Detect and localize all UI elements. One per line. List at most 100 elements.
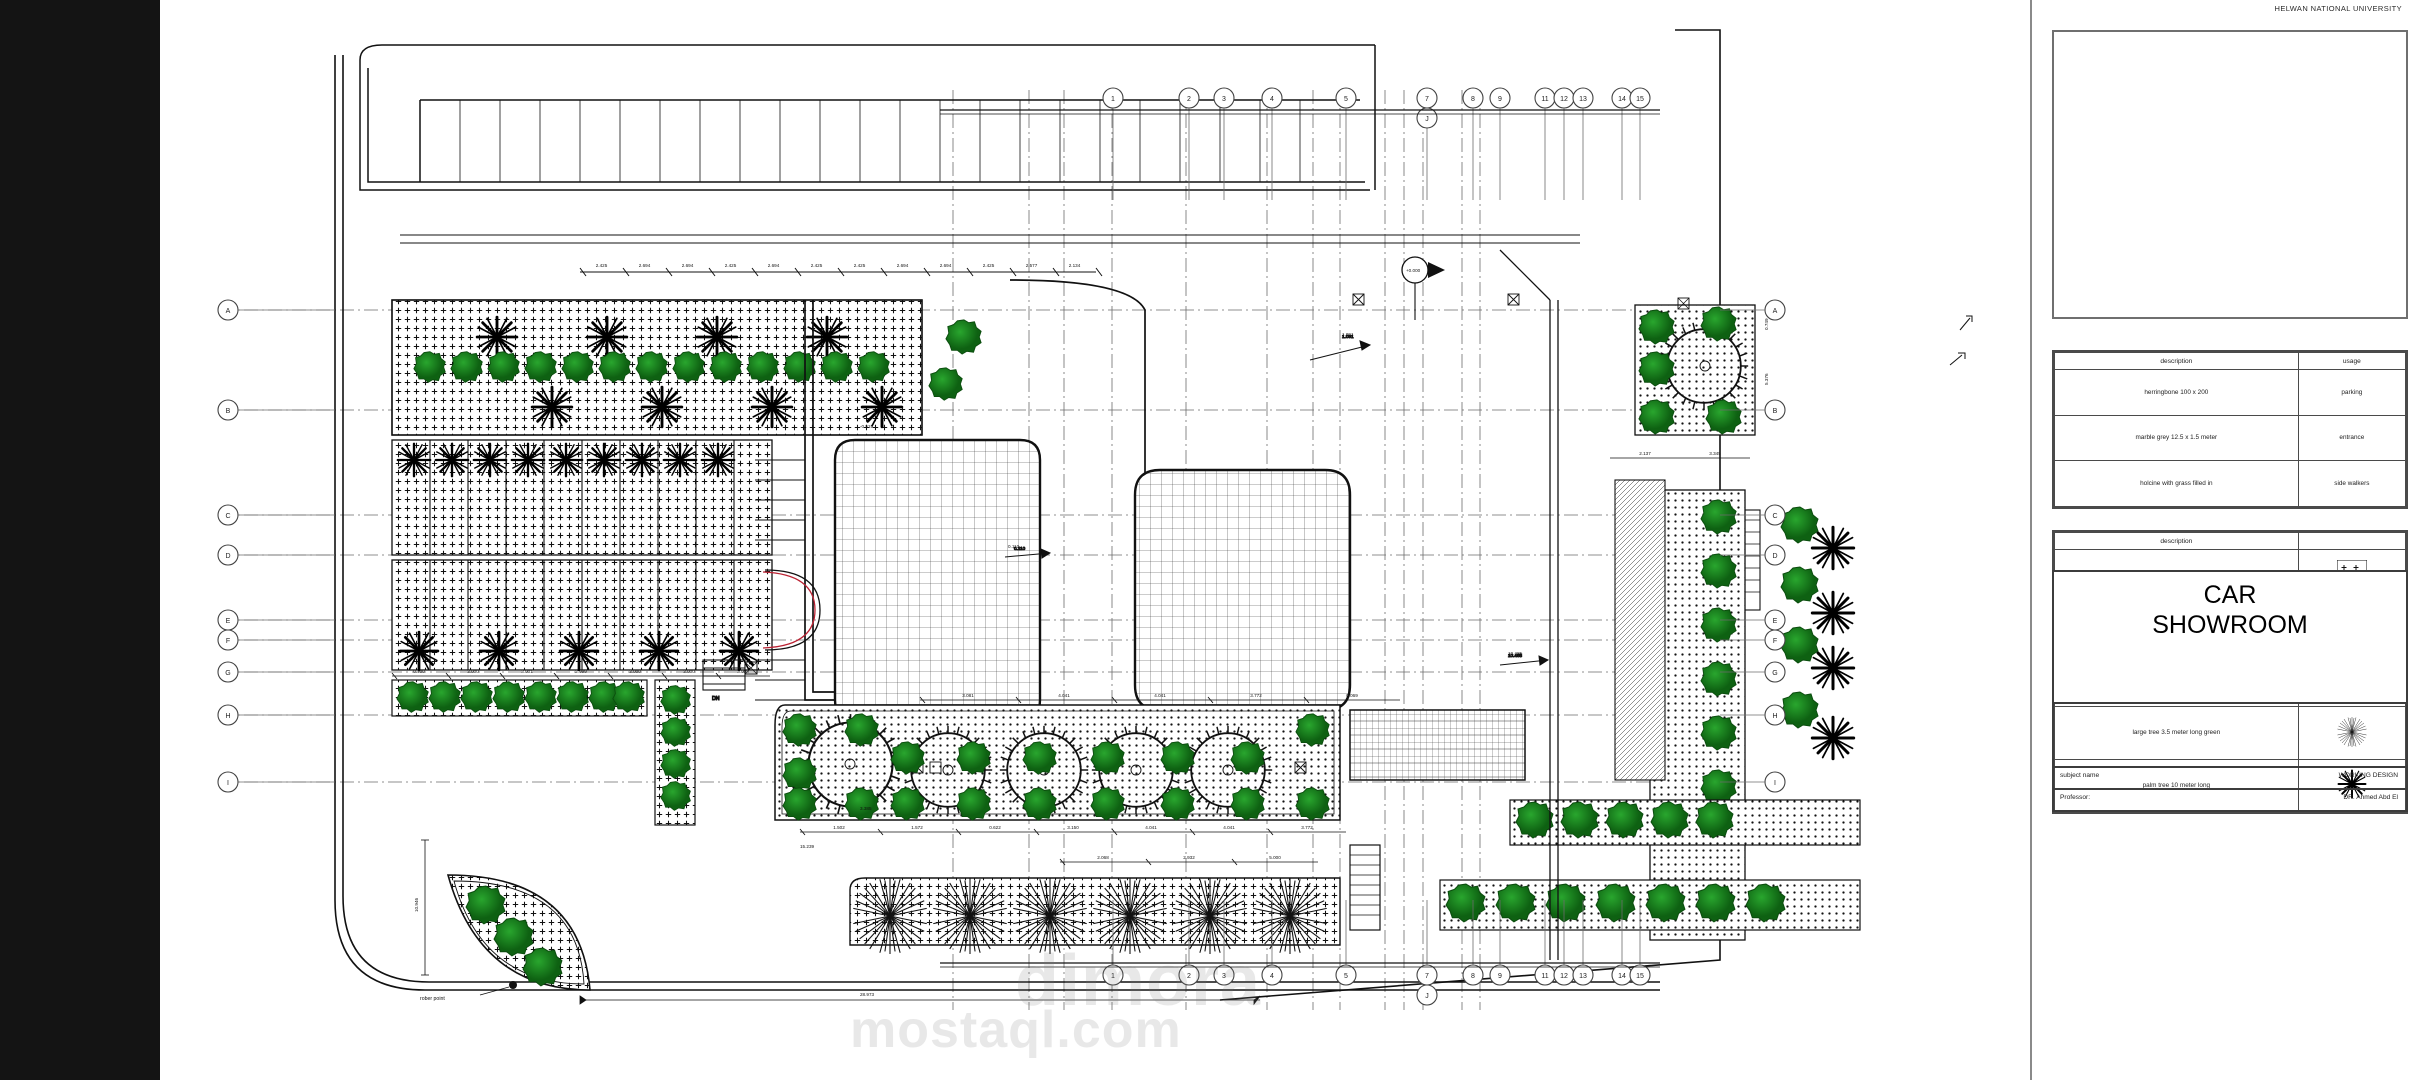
svg-text:H: H: [1772, 713, 1777, 720]
southeast-bush-row: [1509, 799, 1861, 846]
paving-desc: marble grey 12.5 x 1.5 meter: [2054, 414, 2299, 462]
grid-bubble-row-right-C[interactable]: C: [1764, 504, 1786, 526]
grid-bubble-col-14[interactable]: 14: [1611, 87, 1633, 109]
grid-bubble-row-right-D[interactable]: D: [1764, 544, 1786, 566]
grid-bubble-col-15[interactable]: 15: [1629, 87, 1651, 109]
grid-bubble-col-bottom-1[interactable]: 1: [1102, 964, 1124, 986]
grid-bubble-row-right-A[interactable]: A: [1764, 299, 1786, 321]
north-drive-aisle: [400, 234, 1580, 244]
grid-bubble-col-13[interactable]: 13: [1572, 87, 1594, 109]
planting-desc: large tree 3.5 meter long green: [2054, 706, 2299, 760]
grid-bubble-row-D[interactable]: D: [217, 544, 239, 566]
grid-bubble-row-right-E[interactable]: E: [1764, 609, 1786, 631]
svg-text:2: 2: [1187, 96, 1191, 103]
grid-bubble-col-11[interactable]: 11: [1534, 87, 1556, 109]
svg-text:15: 15: [1636, 973, 1644, 980]
grid-bubble-row-I[interactable]: I: [217, 771, 239, 793]
left-vertical-dim-label: 10.946: [414, 898, 419, 912]
dim-label: 2.425: [811, 263, 823, 268]
dim-label: 0.700: [413, 669, 425, 674]
dim-label: 2.694: [897, 263, 909, 268]
grid-bubble-col-bottom-12[interactable]: 12: [1553, 964, 1575, 986]
grid-bubble-col-2[interactable]: 2: [1178, 87, 1200, 109]
grid-bubble-row-G[interactable]: G: [217, 661, 239, 683]
dim-label: 3.081: [962, 693, 974, 698]
grid-bubble-col-bottom-14[interactable]: 14: [1611, 964, 1633, 986]
north-marks: [1949, 315, 1973, 366]
dim-label: 2.068: [1097, 855, 1109, 860]
site-plan-canvas[interactable]: rober point: [160, 0, 2030, 1080]
grid-bubble-j-bottom[interactable]: J: [1416, 984, 1438, 1006]
grid-bubble-row-F[interactable]: F: [217, 629, 239, 651]
sheet-image-box-1: [2052, 30, 2408, 319]
svg-text:1: 1: [1111, 973, 1115, 980]
level-marker-bubble: +0.000: [1401, 256, 1445, 320]
svg-text:5: 5: [1344, 96, 1348, 103]
grid-bubble-col-4[interactable]: 4: [1261, 87, 1283, 109]
dim-label: 2.425: [983, 263, 995, 268]
grid-bubble-col-9[interactable]: 9: [1489, 87, 1511, 109]
grid-bubble-col-bottom-15[interactable]: 15: [1629, 964, 1651, 986]
dim-label: 0.622: [989, 825, 1001, 830]
grid-bubble-row-E[interactable]: E: [217, 609, 239, 631]
grid-bubble-col-bottom-9[interactable]: 9: [1489, 964, 1511, 986]
svg-text:J: J: [1425, 116, 1429, 123]
paving-usage: parking: [2297, 369, 2407, 416]
dim-label: 3.000: [467, 669, 479, 674]
table-row: holcine with grass filled in side walker…: [2054, 460, 2407, 507]
direction-arrow-east: 10.485: [1499, 653, 1550, 666]
grid-bubble-col-bottom-4[interactable]: 4: [1261, 964, 1283, 986]
grid-bubble-row-H[interactable]: H: [217, 704, 239, 726]
grid-bubble-row-right-I[interactable]: I: [1764, 771, 1786, 793]
svg-text:8: 8: [1471, 973, 1475, 980]
dim-label: 2.999: [575, 669, 587, 674]
grid-bubble-col-7[interactable]: 7: [1416, 87, 1438, 109]
grid-bubble-col-bottom-13[interactable]: 13: [1572, 964, 1594, 986]
grid-bubble-row-right-F[interactable]: F: [1764, 629, 1786, 651]
grid-bubble-col-bottom-7[interactable]: 7: [1416, 964, 1438, 986]
grid-bubble-col-12[interactable]: 12: [1553, 87, 1575, 109]
grid-bubble-row-B[interactable]: B: [217, 399, 239, 421]
grid-bubble-row-A[interactable]: A: [217, 299, 239, 321]
dim-label: 3.000: [737, 669, 749, 674]
grid-bubble-j-top[interactable]: J: [1416, 107, 1438, 129]
grid-bubble-col-3[interactable]: 3: [1213, 87, 1235, 109]
svg-text:12: 12: [1560, 96, 1568, 103]
plaza-overall-dim: 15.239: [800, 844, 814, 849]
grid-bubble-row-right-H[interactable]: H: [1764, 704, 1786, 726]
grid-bubble-row-right-G[interactable]: G: [1764, 661, 1786, 683]
grid-bubble-col-1[interactable]: 1: [1102, 87, 1124, 109]
corner-bush: [928, 367, 963, 401]
grid-bubble-col-bottom-5[interactable]: 5: [1335, 964, 1357, 986]
planting-col-description: description: [2054, 532, 2299, 550]
grid-bubble-col-bottom-2[interactable]: 2: [1178, 964, 1200, 986]
grid-bubble-col-8[interactable]: 8: [1462, 87, 1484, 109]
grid-bubble-col-bottom-11[interactable]: 11: [1534, 964, 1556, 986]
svg-text:E: E: [1773, 618, 1778, 625]
level-label: 1.091: [1342, 332, 1354, 337]
grid-bubble-row-C[interactable]: C: [217, 504, 239, 526]
grid-bubble-col-5[interactable]: 5: [1335, 87, 1357, 109]
west-vertical-bush-strip: [654, 679, 696, 826]
southwest-leaf-planter: rober point: [420, 874, 591, 1002]
meta-value: WORKING DESIGN: [2338, 772, 2398, 779]
dim-label: 4.041: [1223, 825, 1235, 830]
grid-bubble-col-bottom-3[interactable]: 3: [1213, 964, 1235, 986]
dim-label: 3.001: [521, 669, 533, 674]
grid-bubble-col-bottom-8[interactable]: 8: [1462, 964, 1484, 986]
dim-label: 2.425: [725, 263, 737, 268]
svg-text:C: C: [225, 513, 230, 520]
svg-text:1: 1: [1111, 96, 1115, 103]
dim-label: 3.772: [1301, 825, 1313, 830]
west-bush-row-h: [391, 679, 648, 717]
paving-legend-table: description usage herringbone 100 x 200 …: [2052, 350, 2408, 509]
table-row: herringbone 100 x 200 parking: [2054, 369, 2407, 416]
svg-text:I: I: [1774, 780, 1776, 787]
paving-usage: entrance: [2297, 414, 2407, 462]
grid-bubble-row-right-B[interactable]: B: [1764, 399, 1786, 421]
svg-text:E: E: [226, 618, 231, 625]
east-stairs: [1349, 844, 1381, 931]
svg-text:10.485: 10.485: [1508, 653, 1522, 658]
